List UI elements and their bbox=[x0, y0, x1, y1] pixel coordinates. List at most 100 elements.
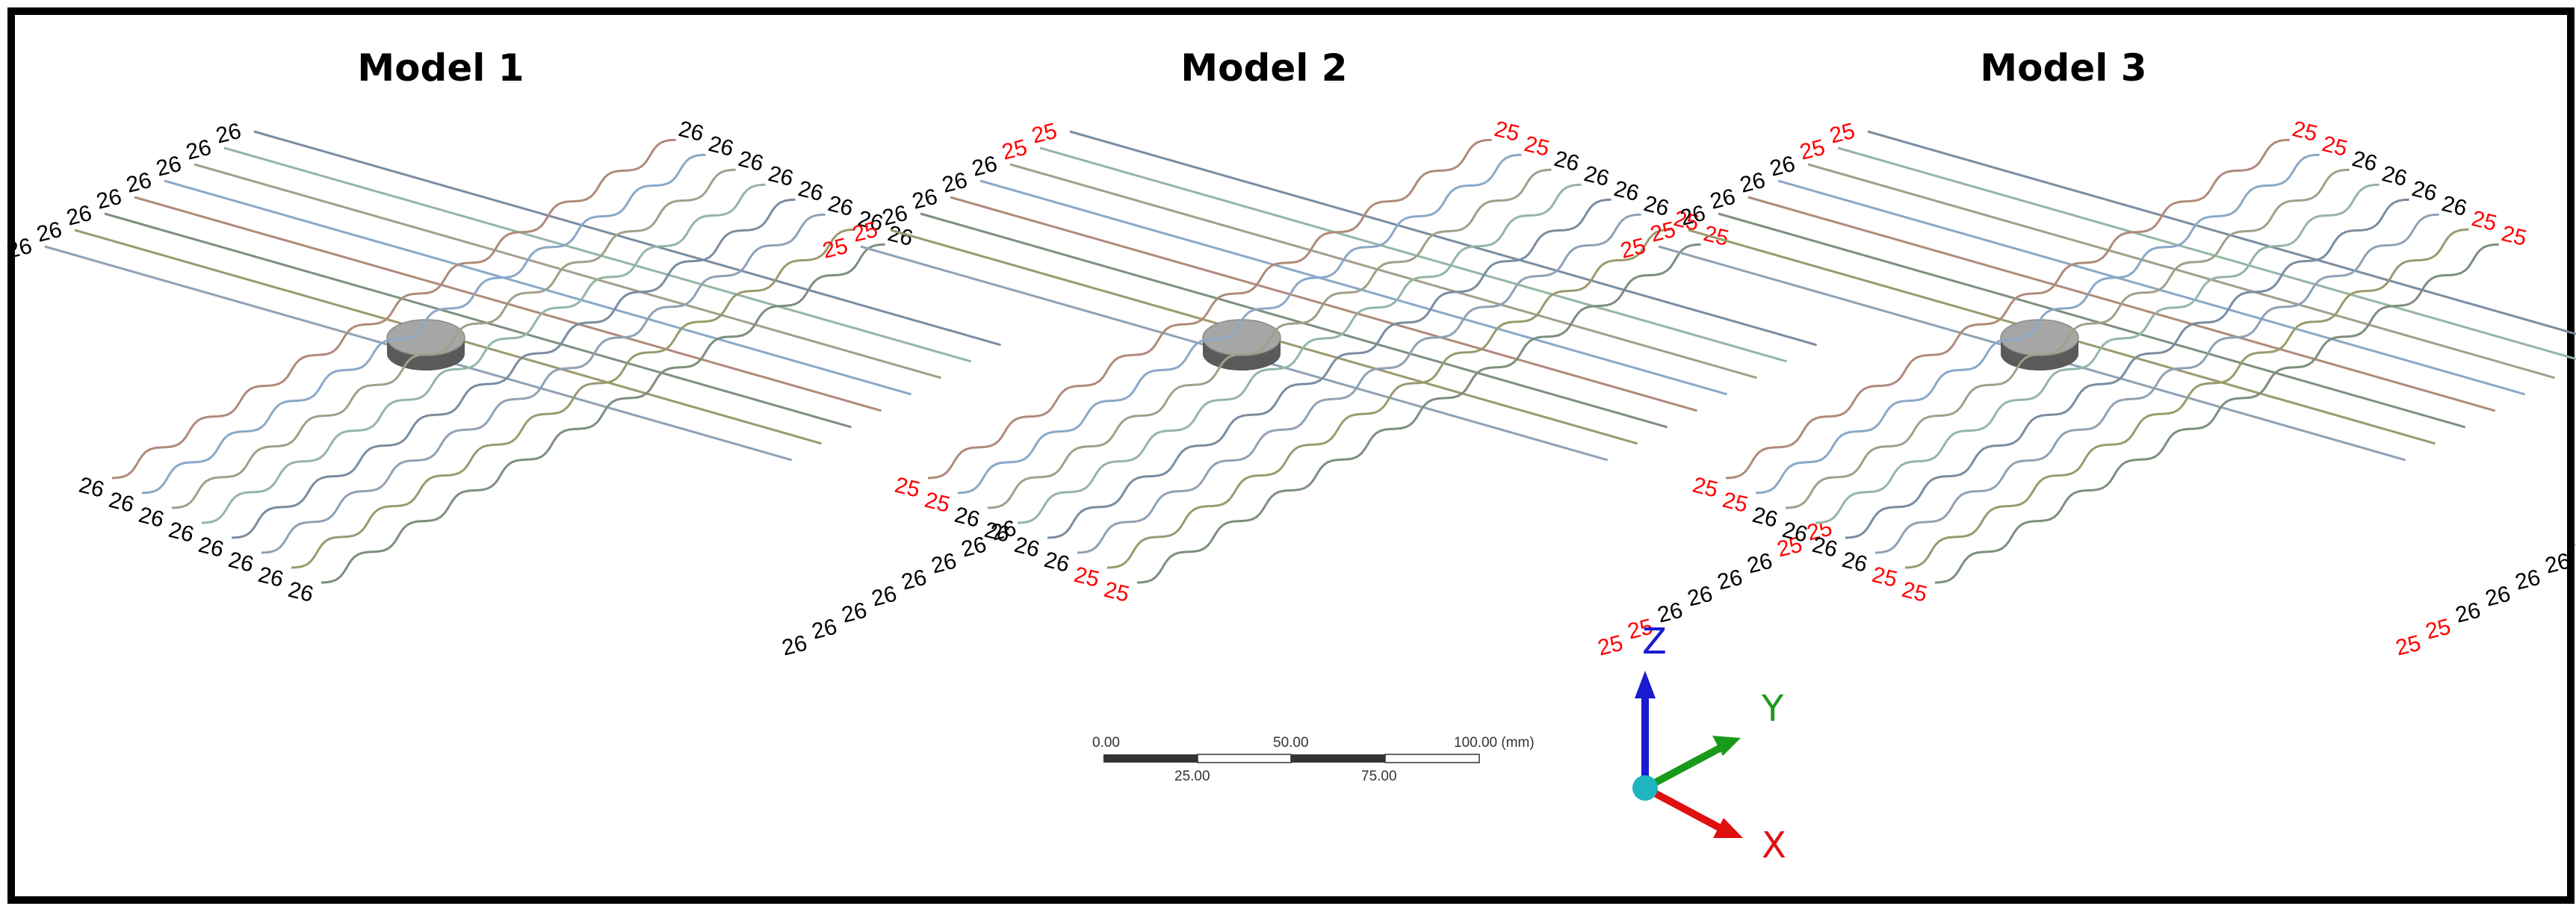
wire-number-label: 25 bbox=[2572, 532, 2576, 562]
wire-number-label: 26 bbox=[2512, 565, 2542, 595]
wire-number-label: 26 bbox=[736, 146, 766, 176]
wavy-wire bbox=[1017, 183, 1582, 524]
wavy-wire bbox=[1845, 198, 2409, 539]
scale-label-100: 100.00 (mm) bbox=[1454, 735, 1535, 751]
x-axis-arrow bbox=[1643, 784, 1724, 833]
scale-label-25: 25.00 bbox=[1174, 769, 1210, 784]
wire-number-label: 25 bbox=[1798, 135, 1827, 165]
wire-number-label: 26 bbox=[34, 217, 64, 247]
straight-wires bbox=[1658, 130, 2576, 462]
model-panel-1: Model 1262626262626262626262626262626262… bbox=[4, 46, 1019, 661]
straight-wire bbox=[193, 163, 942, 379]
wire-number-label: 25 bbox=[1869, 562, 1899, 592]
wire-number-label: 26 bbox=[2439, 191, 2469, 221]
wire-number-label: 26 bbox=[796, 176, 826, 206]
wavy-wire bbox=[291, 228, 855, 569]
wavy-wire bbox=[1106, 228, 1671, 569]
disc-top bbox=[386, 319, 465, 356]
wire-number-label: 26 bbox=[1750, 503, 1780, 533]
wire-labels: 2525252525252525262626262626262626262626… bbox=[820, 117, 1835, 661]
wire-number-label: 25 bbox=[1101, 577, 1131, 607]
wire-number-label: 26 bbox=[880, 201, 910, 231]
wire-number-label: 26 bbox=[1809, 533, 1839, 562]
central-disc bbox=[2000, 319, 2079, 370]
straight-wire bbox=[1009, 163, 1758, 379]
wire-number-label: 26 bbox=[1582, 161, 1611, 191]
wire-number-label: 25 bbox=[850, 217, 880, 247]
wire-number-label: 25 bbox=[1899, 577, 1929, 607]
z-axis-label: Z bbox=[1642, 621, 1667, 663]
wire-number-label: 26 bbox=[1655, 598, 1685, 627]
wire-number-label: 26 bbox=[1839, 547, 1869, 577]
wire-number-label: 25 bbox=[1671, 206, 1701, 236]
wavy-wires bbox=[1725, 138, 2499, 584]
wire-number-label: 26 bbox=[779, 630, 809, 660]
scale-bar-seg-4 bbox=[1384, 754, 1480, 763]
model-title: Model 1 bbox=[357, 46, 524, 90]
axis-triad: Z Y X bbox=[1632, 621, 1786, 866]
x-arrow-head bbox=[1713, 818, 1743, 838]
wire-number-label: 26 bbox=[1611, 176, 1641, 206]
wire-number-label: 26 bbox=[855, 206, 885, 236]
wavy-wire bbox=[1815, 183, 2380, 524]
wire-labels: 2525252525252525262626262626262626262626… bbox=[1618, 117, 2576, 661]
wavy-wire bbox=[1755, 153, 2320, 494]
wire-number-label: 26 bbox=[1012, 533, 1041, 562]
wire-number-label: 26 bbox=[869, 581, 899, 611]
z-arrow-head bbox=[1635, 671, 1656, 698]
wire-number-label: 25 bbox=[1522, 131, 1552, 161]
wire-number-label: 26 bbox=[76, 473, 106, 503]
wire-number-label: 26 bbox=[1708, 184, 1738, 214]
wire-number-label: 26 bbox=[839, 598, 869, 627]
wire-number-label: 26 bbox=[285, 577, 315, 607]
wavy-wire bbox=[1136, 243, 1701, 584]
wavy-wire bbox=[111, 138, 676, 480]
wire-number-label: 25 bbox=[1071, 562, 1101, 592]
wire-number-label: 25 bbox=[1000, 135, 1030, 165]
wavy-wire bbox=[231, 198, 796, 539]
wire-number-label: 26 bbox=[1768, 152, 1798, 181]
wire-number-label: 26 bbox=[809, 614, 839, 644]
wire-number-label: 26 bbox=[929, 548, 959, 578]
wire-number-label: 26 bbox=[1041, 547, 1071, 577]
wire-number-label: 25 bbox=[2290, 117, 2320, 146]
straight-wire bbox=[1807, 163, 2556, 379]
wire-number-label: 26 bbox=[899, 565, 929, 595]
wavy-wire bbox=[261, 213, 826, 554]
wire-number-label: 26 bbox=[766, 161, 796, 191]
wire-number-label: 26 bbox=[124, 168, 154, 198]
wire-number-label: 25 bbox=[2469, 206, 2499, 236]
wire-number-label: 26 bbox=[959, 532, 988, 562]
wire-number-label: 25 bbox=[1827, 119, 1857, 149]
x-axis-label: X bbox=[1762, 825, 1786, 866]
scale-bar: 0.00 50.00 100.00 (mm) 25.00 75.00 bbox=[1092, 735, 1535, 784]
wavy-wire bbox=[171, 168, 736, 509]
wire-number-label: 25 bbox=[1595, 630, 1625, 660]
wire-number-label: 26 bbox=[2380, 161, 2409, 191]
wire-number-label: 26 bbox=[1744, 548, 1774, 578]
wire-number-label: 26 bbox=[196, 533, 226, 562]
scale-label-50: 50.00 bbox=[1273, 735, 1309, 751]
wire-number-label: 26 bbox=[1738, 168, 1768, 198]
scale-bar-seg-3 bbox=[1291, 754, 1385, 763]
scale-label-75: 75.00 bbox=[1361, 769, 1397, 784]
wire-number-label: 26 bbox=[982, 518, 1012, 547]
wire-number-label: 25 bbox=[1625, 614, 1655, 644]
wavy-wires bbox=[111, 138, 885, 584]
wavy-wire bbox=[1077, 213, 1641, 554]
wire-number-label: 25 bbox=[1618, 234, 1648, 264]
model-title: Model 3 bbox=[1980, 46, 2146, 90]
wire-number-label: 26 bbox=[826, 191, 855, 221]
wire-number-label: 26 bbox=[2483, 581, 2512, 611]
wire-number-label: 26 bbox=[2350, 146, 2380, 176]
wire-number-label: 26 bbox=[970, 152, 1000, 181]
model-panel-2: Model 2252525252525252526262626262626262… bbox=[820, 46, 1835, 661]
wavy-wire bbox=[201, 183, 766, 524]
wire-number-label: 25 bbox=[820, 234, 850, 264]
wire-number-label: 26 bbox=[940, 168, 970, 198]
disc-top bbox=[1202, 319, 1281, 356]
wire-number-label: 26 bbox=[184, 135, 214, 165]
wavy-wire bbox=[1725, 138, 2290, 480]
model-panel-3: Model 3252525252525252526262626262626262… bbox=[1618, 46, 2576, 661]
wire-number-label: 25 bbox=[922, 488, 952, 518]
